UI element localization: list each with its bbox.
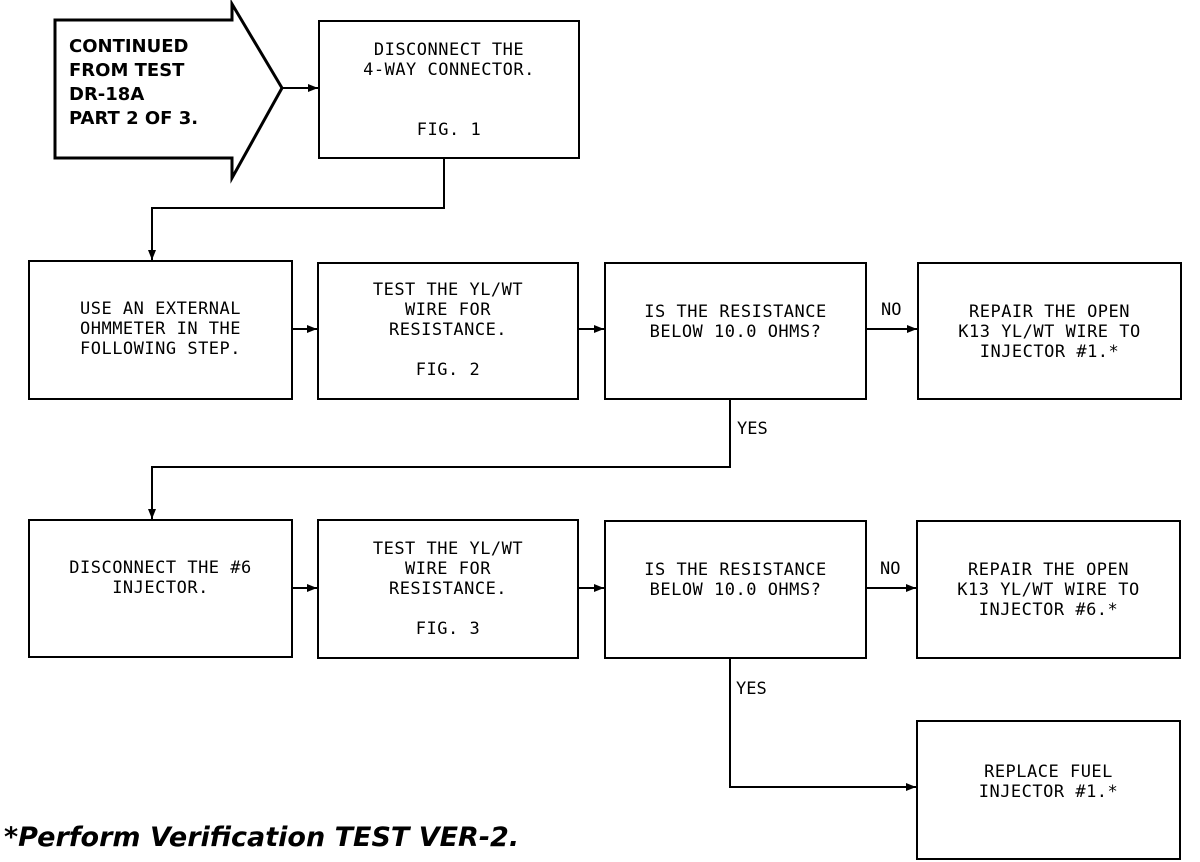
test-yl-wt-wire-box-1: TEST THE YL/WT WIRE FOR RESISTANCE. FIG.… xyxy=(317,262,579,400)
verification-footnote: *Perform Verification TEST VER-2. xyxy=(4,822,520,853)
yes-label: YES xyxy=(737,419,768,439)
fig-reference: FIG. 2 xyxy=(415,360,481,380)
box-text: REPAIR THE OPEN K13 YL/WT WIRE TO INJECT… xyxy=(958,302,1141,362)
box-text: TEST THE YL/WT WIRE FOR RESISTANCE. xyxy=(372,280,524,340)
box-text: DISCONNECT THE 4-WAY CONNECTOR. xyxy=(363,40,535,80)
fig-reference: FIG. 3 xyxy=(415,619,481,639)
fig-reference: FIG. 1 xyxy=(416,120,482,140)
start-arrow-shape xyxy=(53,0,284,184)
box-text: TEST THE YL/WT WIRE FOR RESISTANCE. xyxy=(372,539,524,599)
use-external-ohmmeter-box: USE AN EXTERNAL OHMMETER IN THE FOLLOWIN… xyxy=(28,260,293,400)
no-label: NO xyxy=(880,559,901,579)
yes-label: YES xyxy=(736,679,767,699)
box-text: USE AN EXTERNAL OHMMETER IN THE FOLLOWIN… xyxy=(79,299,242,359)
box-text: REPAIR THE OPEN K13 YL/WT WIRE TO INJECT… xyxy=(957,560,1140,620)
disconnect-injector-6-box: DISCONNECT THE #6 INJECTOR. xyxy=(28,519,293,658)
box-text: IS THE RESISTANCE BELOW 10.0 OHMS? xyxy=(644,302,827,342)
repair-injector-1-box: REPAIR THE OPEN K13 YL/WT WIRE TO INJECT… xyxy=(917,262,1182,400)
no-label: NO xyxy=(881,300,902,320)
box-text: DISCONNECT THE #6 INJECTOR. xyxy=(69,558,252,598)
test-yl-wt-wire-box-2: TEST THE YL/WT WIRE FOR RESISTANCE. FIG.… xyxy=(317,519,579,659)
resistance-question-box-2: IS THE RESISTANCE BELOW 10.0 OHMS? xyxy=(604,520,867,659)
disconnect-4-way-connector-box: DISCONNECT THE 4-WAY CONNECTOR. FIG. 1 xyxy=(318,20,580,159)
box-text: REPLACE FUEL INJECTOR #1.* xyxy=(978,762,1119,802)
continued-from-label: CONTINUED FROM TEST DR-18A PART 2 OF 3. xyxy=(69,36,199,129)
box-text: IS THE RESISTANCE BELOW 10.0 OHMS? xyxy=(644,560,827,600)
resistance-question-box-1: IS THE RESISTANCE BELOW 10.0 OHMS? xyxy=(604,262,867,400)
replace-fuel-injector-box: REPLACE FUEL INJECTOR #1.* xyxy=(916,720,1181,860)
repair-injector-6-box: REPAIR THE OPEN K13 YL/WT WIRE TO INJECT… xyxy=(916,520,1181,659)
